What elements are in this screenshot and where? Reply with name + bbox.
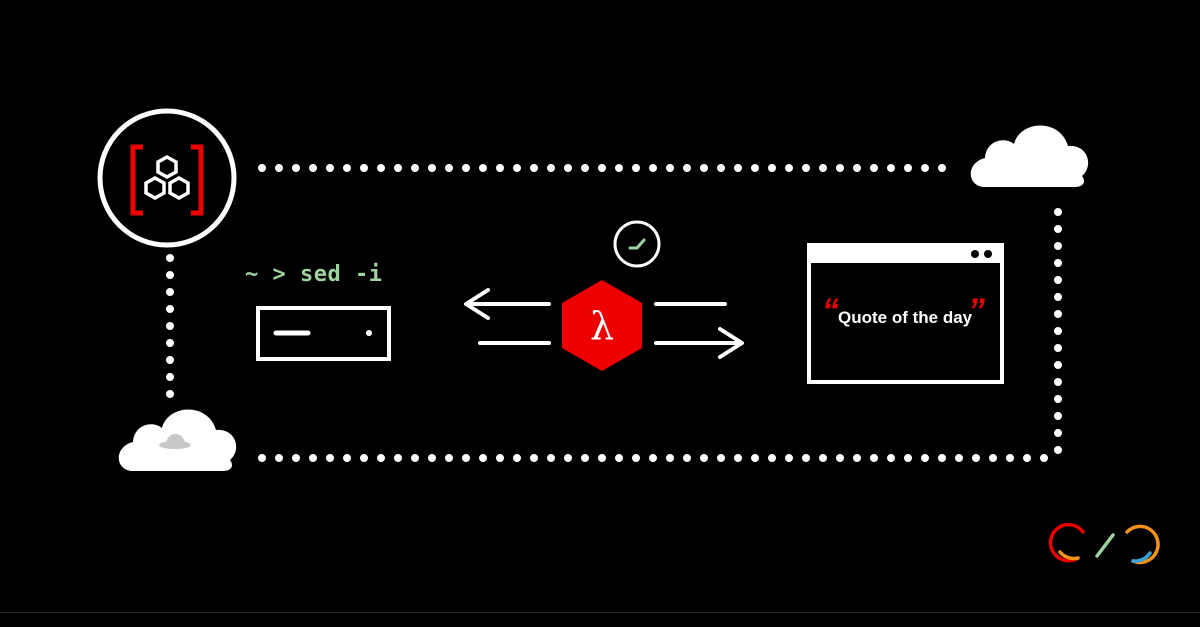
bottom-divider	[0, 612, 1200, 613]
cloud-icon	[970, 125, 1089, 187]
quote-close-mark: ”	[968, 292, 985, 330]
clock-icon	[613, 220, 661, 268]
redhat-fedora-icon	[159, 434, 191, 449]
server-icon	[256, 306, 391, 361]
lambda-function-icon: λ	[562, 280, 642, 371]
infinity-logo-icon	[1048, 522, 1160, 565]
quote-of-the-day-text: Quote of the day	[838, 308, 973, 327]
browser-window-icon	[807, 243, 1004, 384]
arrow-right-icon	[654, 327, 744, 359]
arrow-left-icon	[464, 288, 551, 320]
redhat-cloud-icon	[118, 409, 237, 471]
lambda-symbol: λ	[590, 304, 614, 348]
quote-open-mark: “	[822, 292, 839, 330]
terminal-command-text: ~ > sed -i	[245, 262, 383, 287]
openshift-serverless-icon	[97, 108, 237, 248]
